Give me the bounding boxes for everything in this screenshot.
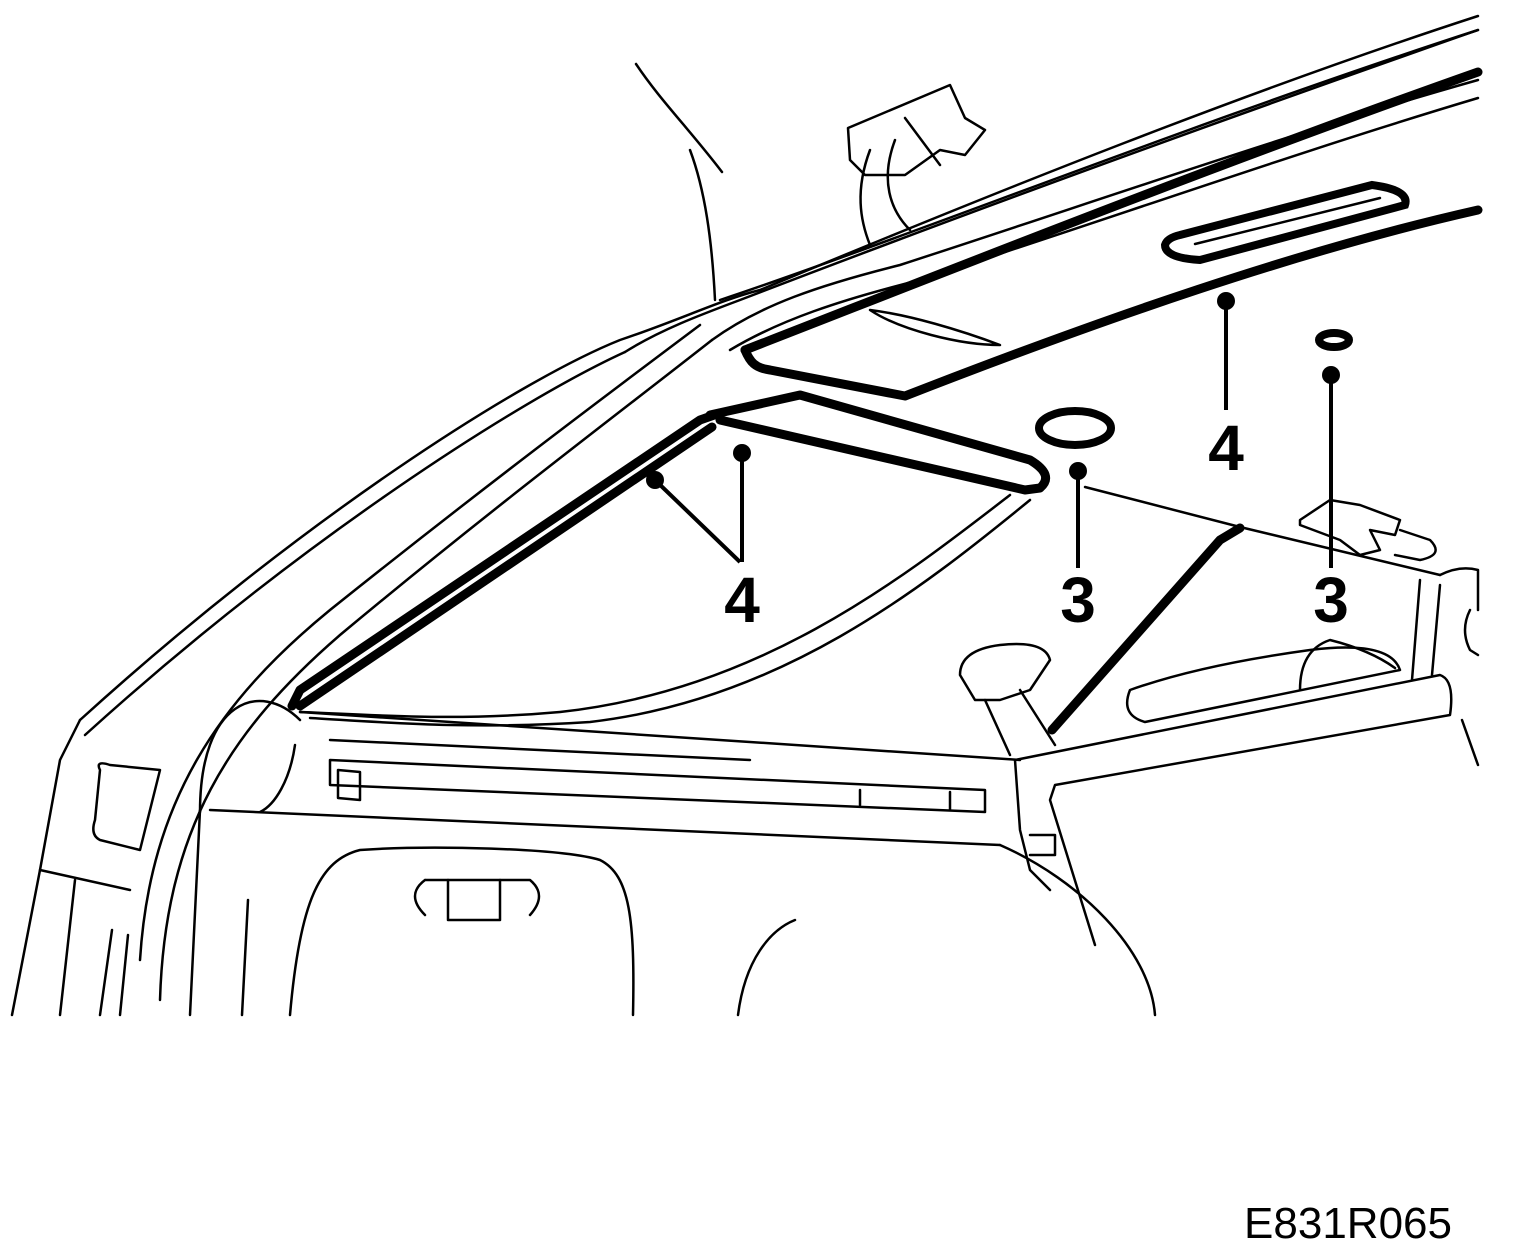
reference-code: E831R065 [1244, 1199, 1452, 1248]
seal-4-main [287, 67, 1483, 735]
clip-3-right [1315, 329, 1353, 351]
clip-3-center [1035, 407, 1115, 449]
rear-trim [188, 699, 1157, 1017]
callout-4-right: 4 [1208, 412, 1244, 484]
clips-3 [1035, 329, 1353, 449]
roof-rail [78, 14, 1480, 1002]
callout-3-center: 3 [1060, 564, 1096, 636]
window-contour [298, 485, 1442, 762]
leaders [646, 292, 1340, 568]
callout-4-left: 4 [724, 564, 760, 636]
right-side-panel [958, 498, 1480, 947]
callout-3-right: 3 [1313, 564, 1349, 636]
left-side-panel [10, 718, 162, 1017]
visor-recess [868, 308, 1002, 347]
roof-clip [634, 62, 987, 302]
